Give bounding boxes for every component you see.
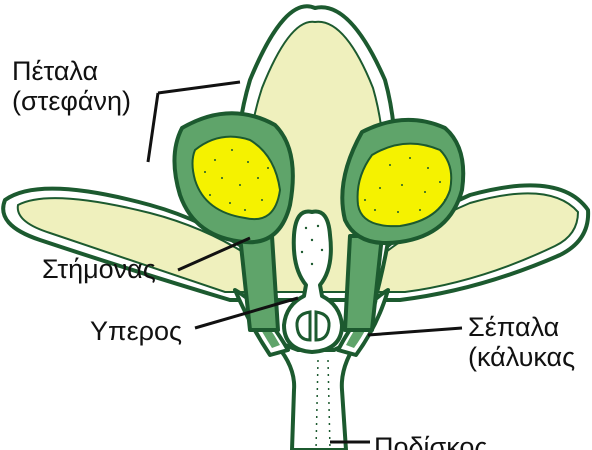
label-petals-line1: Πέταλα [12,56,98,86]
leader-sepals [368,328,462,335]
ovule-right [316,312,329,340]
label-petals-line2: (στεφάνη) [12,86,131,116]
label-sepals-line2: (κάλυκας [468,342,575,372]
label-sepals-line1: Σέπαλα [468,312,559,342]
receptacle-stem [272,338,360,450]
ovule-left [297,312,310,340]
label-receptacle: Ποδίσκος [374,432,487,450]
label-pistil: Υπερος [90,316,182,346]
label-stamen: Στήμονας [42,254,156,284]
